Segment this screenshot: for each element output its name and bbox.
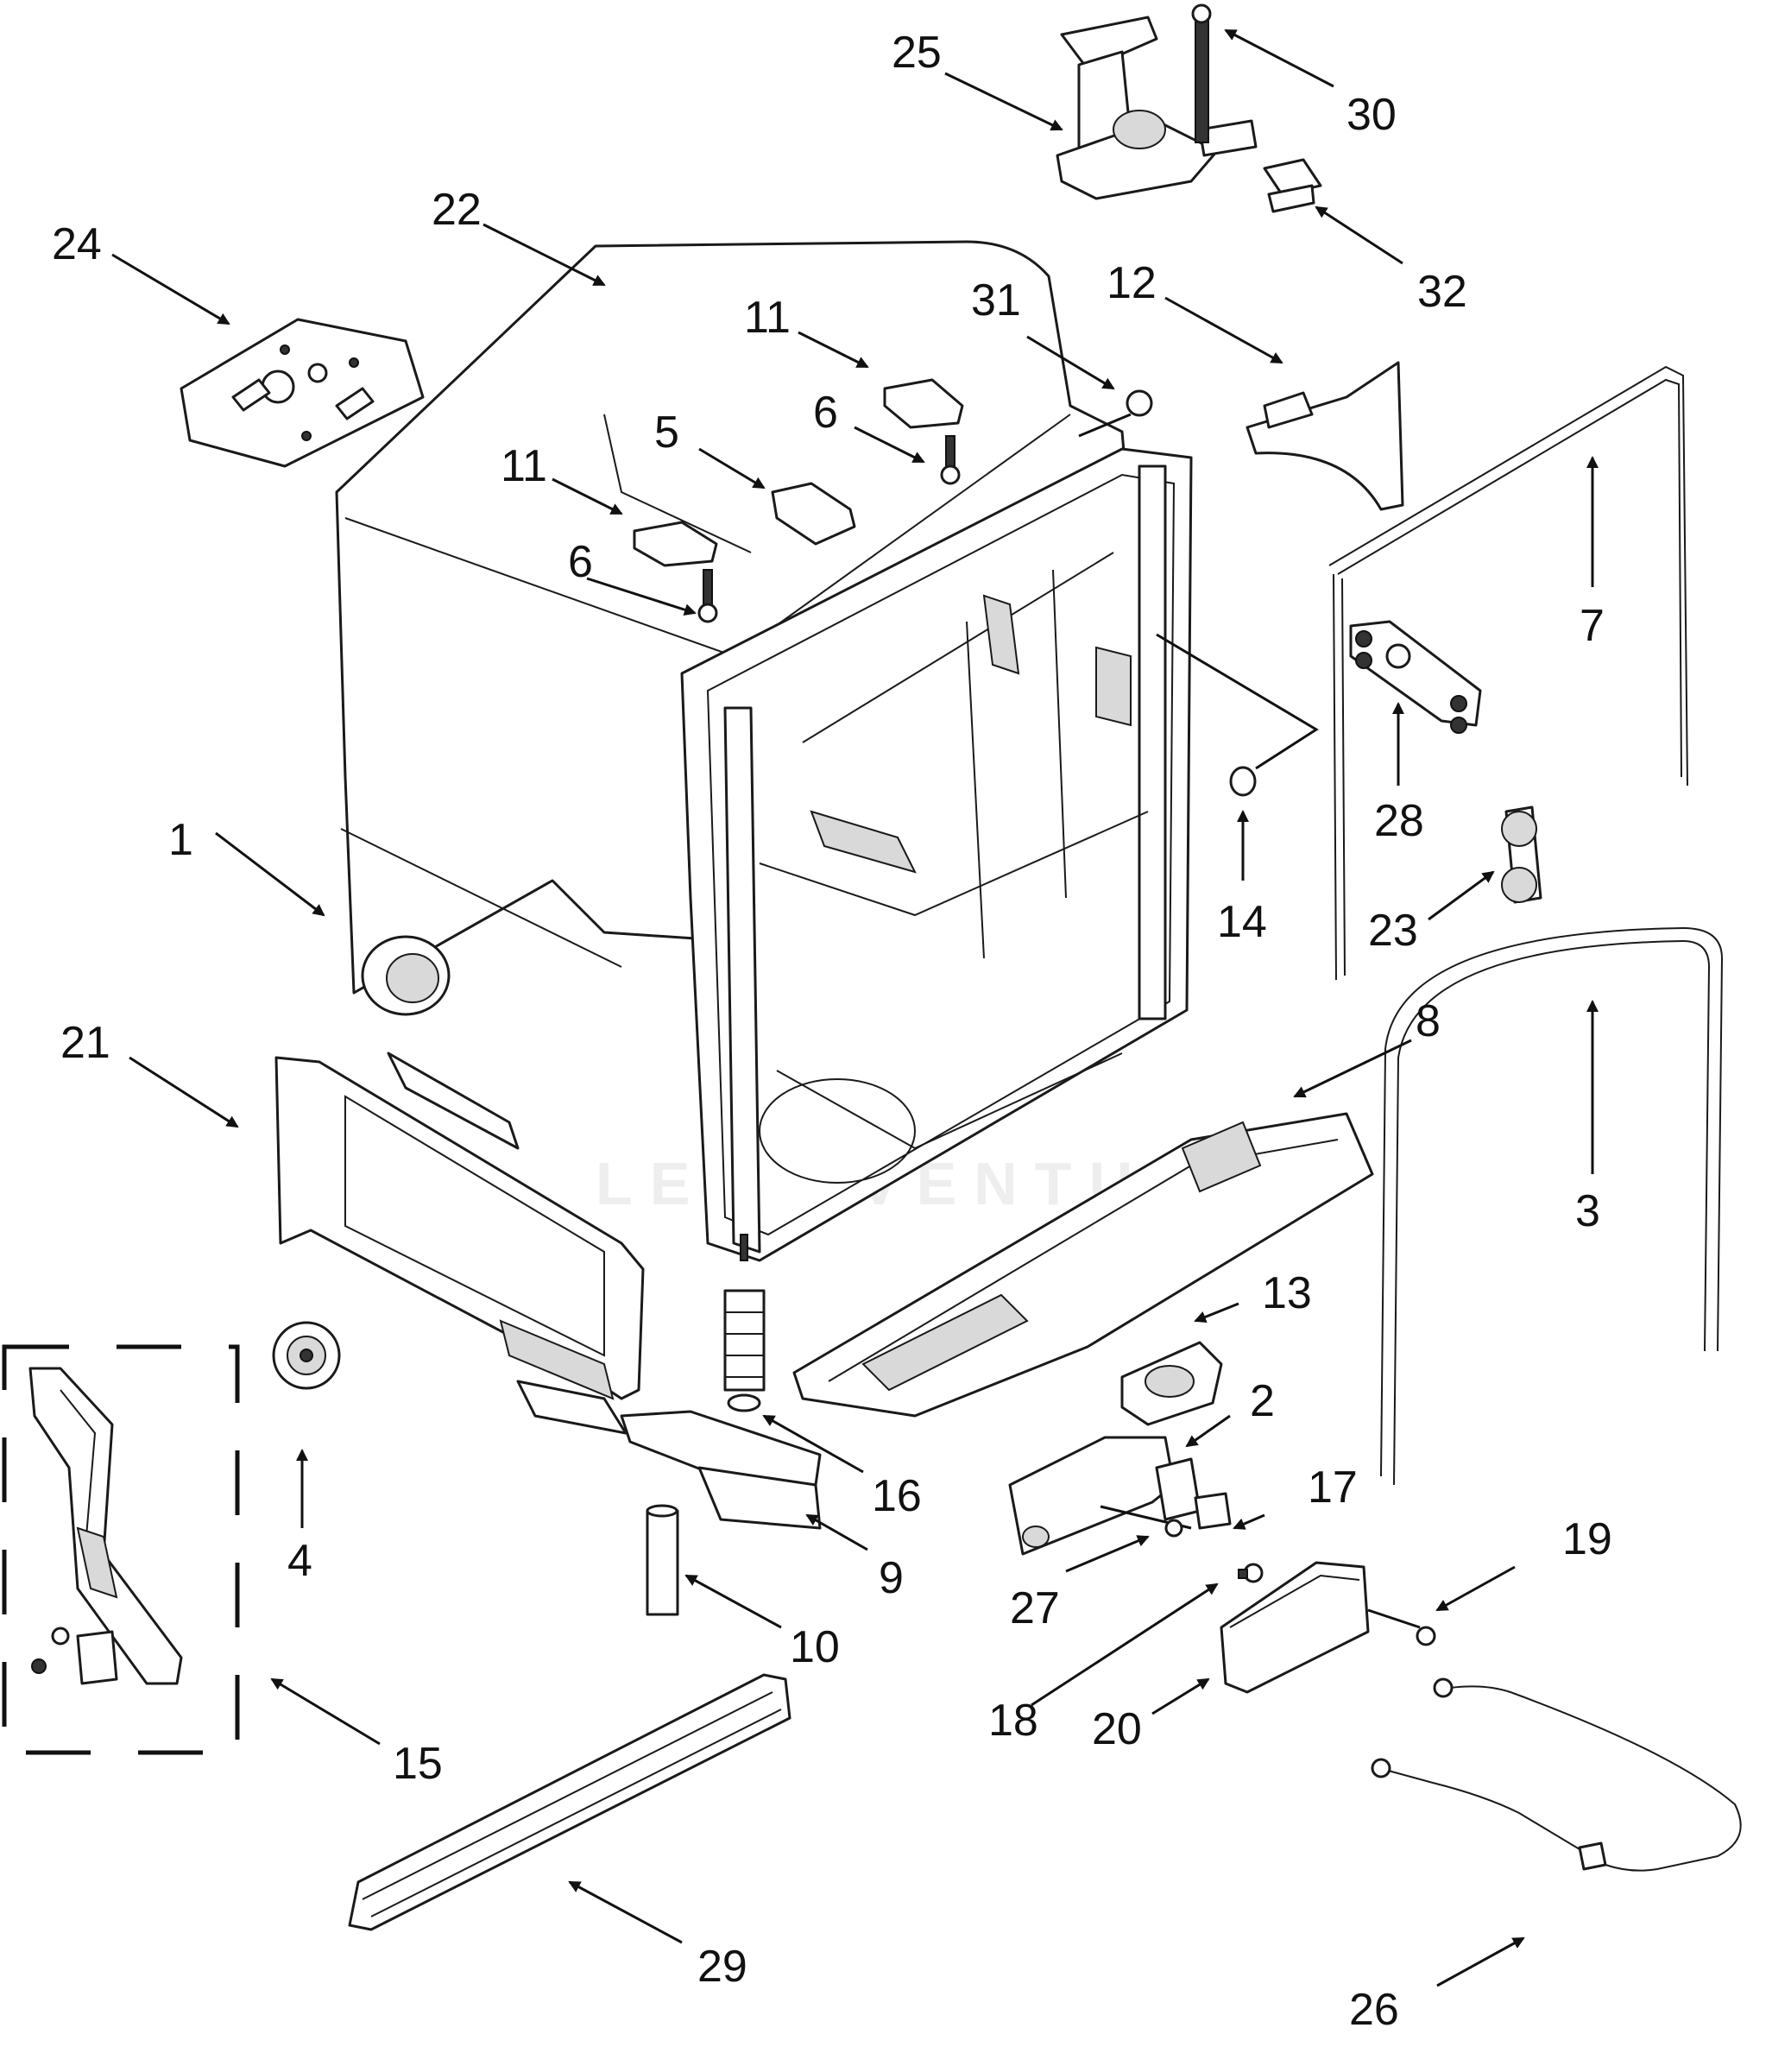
callout-24: 24 [52, 219, 102, 269]
callout-19: 19 [1562, 1514, 1612, 1564]
part-10-tube [646, 1504, 679, 1616]
part-25-latch-assembly [1056, 3, 1258, 200]
part-12-corner-bracket [1246, 361, 1404, 511]
part-7-side-gasket [1328, 365, 1688, 981]
part-29-rail [348, 1673, 791, 1931]
part-1-tub [680, 447, 1193, 1262]
callout-30: 30 [1346, 90, 1397, 140]
part-16-spring [723, 1234, 766, 1412]
callout-21: 21 [60, 1018, 110, 1068]
callout-28: 28 [1374, 796, 1424, 846]
callout-31: 31 [971, 275, 1021, 325]
callout-9: 9 [879, 1553, 904, 1603]
callout-1: 1 [168, 815, 193, 865]
callout-10: 10 [790, 1622, 840, 1672]
part-6-screw-lower [697, 569, 718, 623]
part-28-hinge-plate [1349, 620, 1482, 734]
part-27-screw [1100, 1505, 1192, 1538]
callout-18: 18 [988, 1696, 1038, 1746]
callout-11-upper: 11 [744, 293, 791, 343]
part-14-wire [1156, 633, 1319, 770]
part-11-bracket-upper [883, 378, 964, 429]
part-5-bracket [771, 482, 856, 546]
part-11-bracket-lower [633, 521, 718, 567]
part-9-bracket [620, 1410, 822, 1530]
callout-17: 17 [1308, 1462, 1358, 1513]
callout-6-lower: 6 [568, 537, 593, 587]
callout-29: 29 [697, 1942, 747, 1992]
part-15-bracket-assembly [28, 1367, 183, 1685]
part-32-clip [1263, 158, 1322, 213]
callout-32: 32 [1417, 267, 1467, 317]
part-18-screw [1238, 1563, 1264, 1583]
callout-22: 22 [432, 185, 482, 235]
part-6-screw-upper [940, 435, 961, 485]
callout-26: 26 [1349, 1985, 1399, 2035]
part-8-base [792, 1112, 1374, 1418]
callout-15: 15 [393, 1739, 443, 1789]
part-20-box-cover [1220, 1561, 1370, 1694]
callout-5: 5 [654, 407, 679, 458]
callout-3: 3 [1575, 1186, 1600, 1236]
part-14-plug [1229, 766, 1257, 797]
part-26-wire-harness [1371, 1677, 1742, 1872]
part-13-float-housing [1120, 1341, 1223, 1426]
callout-6-upper: 6 [813, 388, 838, 438]
part-4-wheel [272, 1321, 341, 1390]
callout-labels: 1 2 3 4 5 6 6 7 8 9 10 11 11 12 13 14 15… [52, 28, 1612, 2035]
callout-2: 2 [1250, 1376, 1275, 1426]
part-21-front-frame [274, 1056, 645, 1435]
part-15-dashed-group [2, 1344, 240, 1755]
part-3-door-gasket [1380, 926, 1724, 1486]
part-17-terminal-block [1194, 1492, 1232, 1530]
callout-8: 8 [1416, 996, 1441, 1046]
callout-4: 4 [287, 1536, 312, 1586]
part-2-junction-bracket [1008, 1436, 1201, 1556]
callout-14: 14 [1217, 897, 1267, 947]
callout-13: 13 [1262, 1268, 1312, 1318]
part-31-clip [1078, 389, 1153, 438]
callout-12: 12 [1107, 258, 1157, 308]
callout-20: 20 [1092, 1704, 1142, 1754]
part-19-screw [1367, 1608, 1436, 1646]
callout-16: 16 [872, 1471, 922, 1521]
part-23-roller [1501, 805, 1542, 904]
callout-25: 25 [892, 28, 942, 78]
leader-lines [111, 28, 1599, 1987]
part-24-hardware-kit [180, 318, 425, 468]
callout-7: 7 [1580, 601, 1605, 651]
callout-27: 27 [1010, 1583, 1060, 1633]
callout-23: 23 [1368, 906, 1418, 956]
callout-11-lower: 11 [501, 441, 547, 491]
